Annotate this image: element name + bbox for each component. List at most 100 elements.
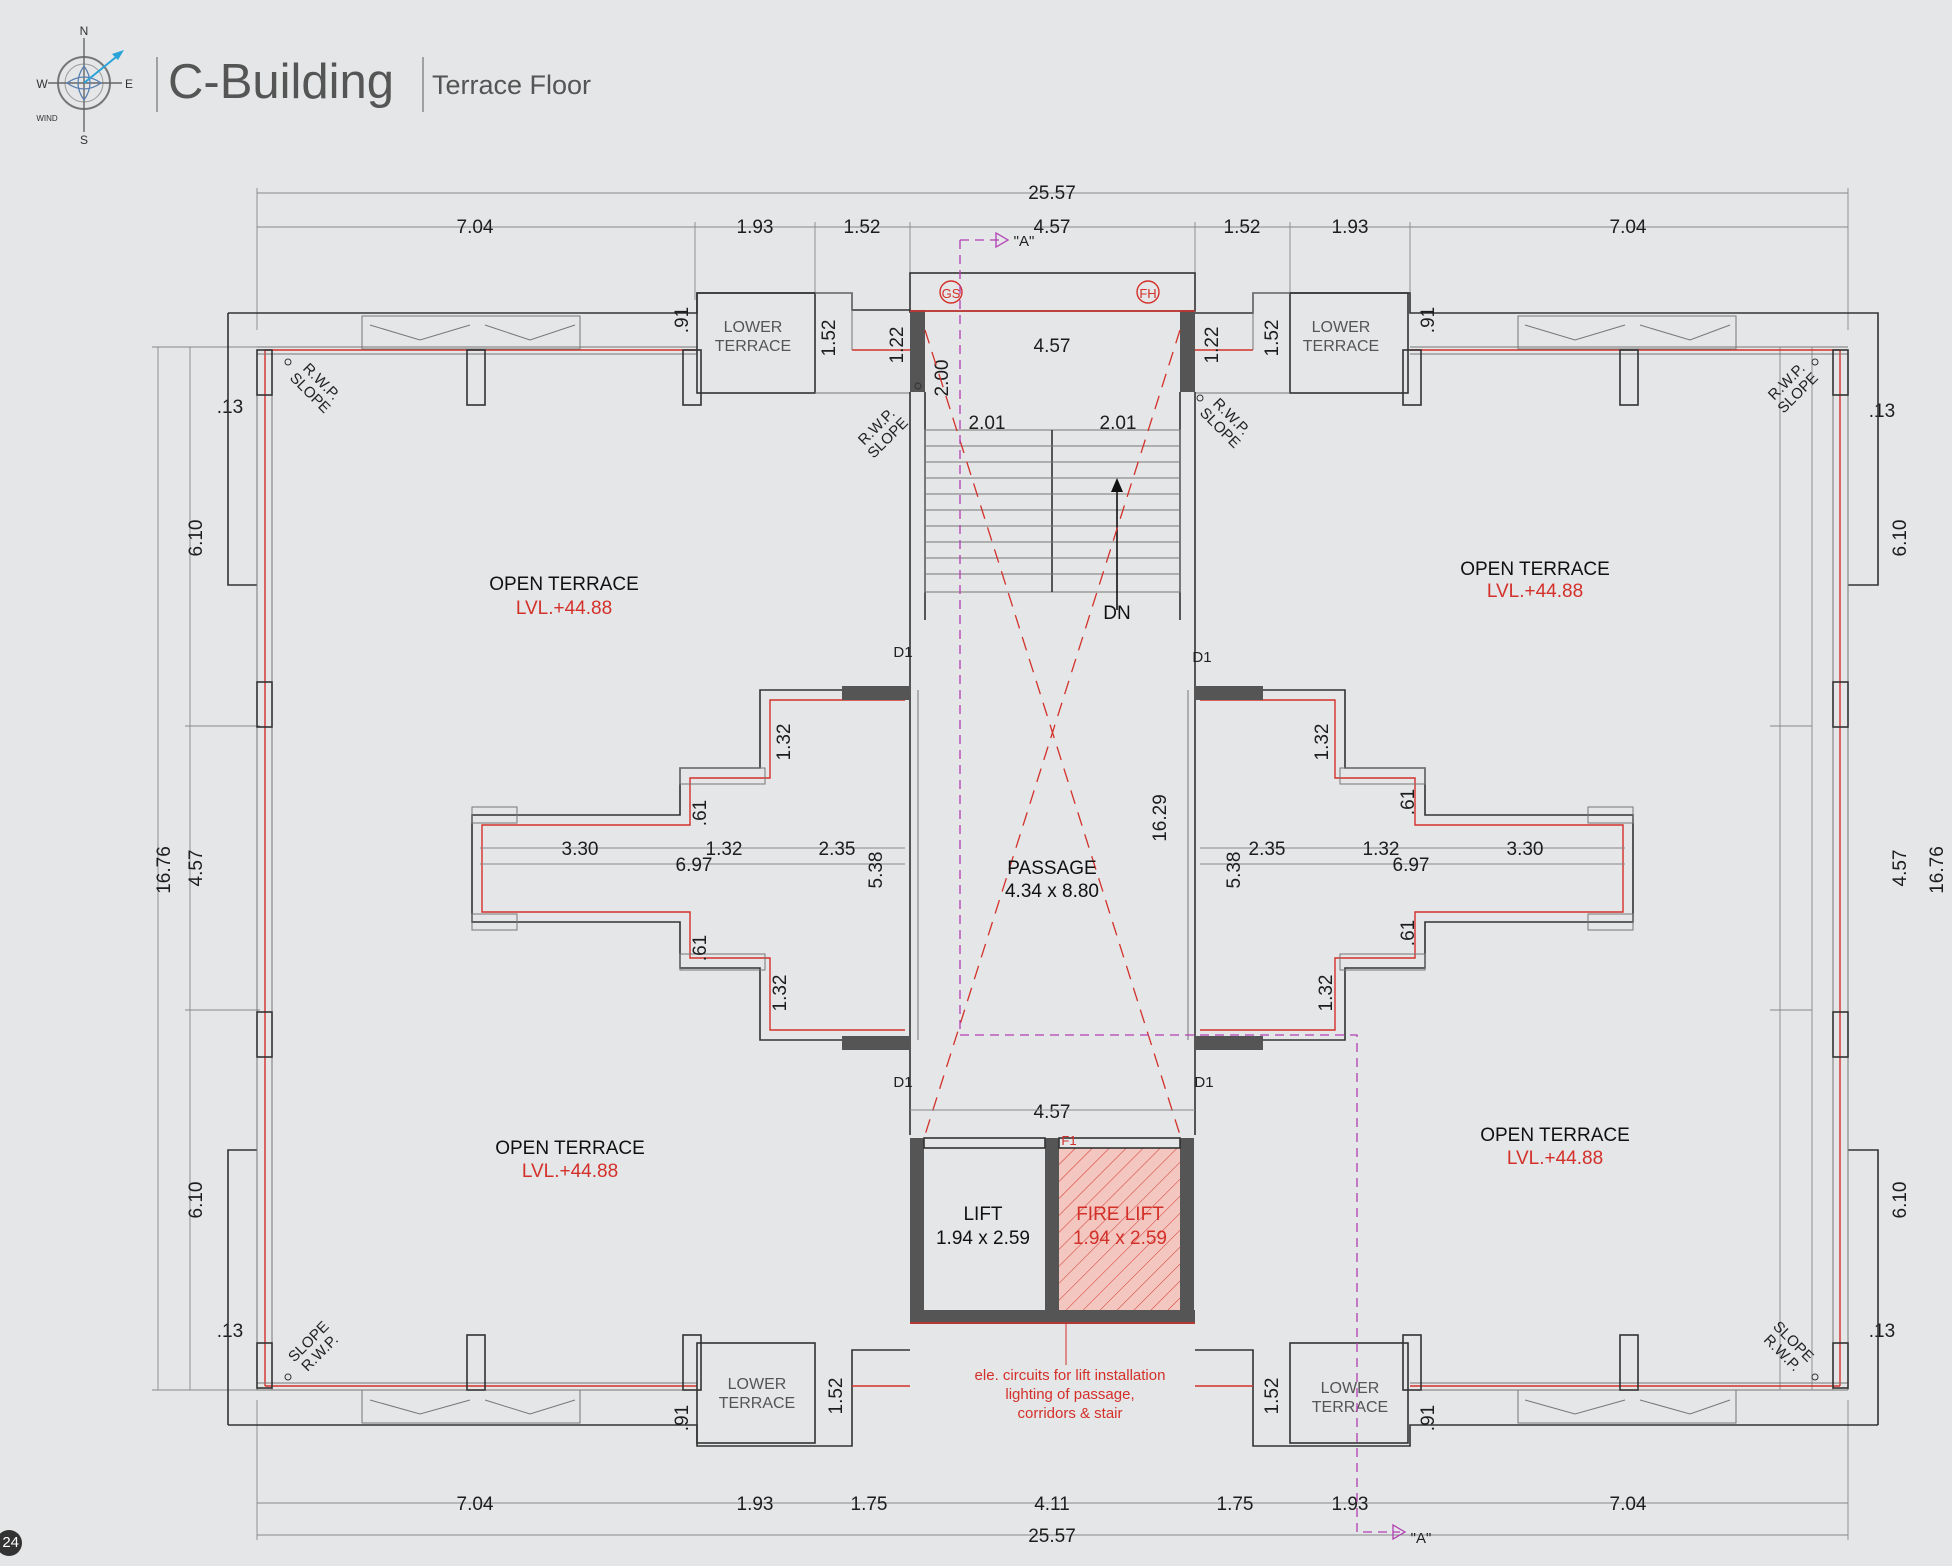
open-terrace-br-level: LVL.+44.88 [1507,1148,1603,1169]
dim-right-wing-total: 6.97 [1393,855,1430,876]
page-subtitle: Terrace Floor [432,70,591,100]
dim-core-height: 16.29 [1150,794,1171,842]
dim-top-center: 4.57 [1034,217,1071,238]
dim-left-bottom: 6.10 [186,1182,207,1219]
dim-left-wing-notch-top: .61 [690,800,711,826]
dim-right-wing-step-bot: 1.32 [1316,975,1337,1012]
dim-left-wing-height: 5.38 [866,852,887,889]
dim-lift-width: 4.57 [1034,1102,1071,1123]
passage-label: PASSAGE [1007,858,1096,879]
section-marker-bottom: "A" [1411,1530,1432,1547]
lower-terrace-tl-line2: TERRACE [715,338,791,355]
dim-bottom-left-outer: 7.04 [457,1494,494,1515]
dim-right-wing-a: 3.30 [1507,839,1544,860]
dim-stair-side-left: 1.22 [887,327,908,364]
dim-stair-width: 4.57 [1034,336,1071,357]
dim-corner-tl: .13 [217,397,243,418]
dim-right-bottom: 6.10 [1890,1182,1911,1219]
lower-terrace-br-line1: LOWER [1321,1380,1380,1397]
dim-right-overall: 16.76 [1927,846,1948,894]
compass-wind: WIND [36,114,58,123]
dim-right-wing-notch-bot: .61 [1398,920,1419,946]
open-terrace-tr: OPEN TERRACE [1460,559,1610,580]
stair-treads [924,429,1181,593]
dim-top-left-outer: 7.04 [457,217,494,238]
lower-terrace-tr-line1: LOWER [1312,319,1371,336]
dim-lt-depth-tl: 1.52 [819,320,840,357]
dim-right-wing-notch-top: .61 [1398,789,1419,815]
section-line-a: "A" "A" [959,231,1432,1547]
dim-bottom-left-mid: 1.93 [737,1494,774,1515]
dim-left-wing-c: 2.35 [819,839,856,860]
dim-left-wing-total: 6.97 [676,855,713,876]
lower-terrace-bl-line2: TERRACE [719,1395,795,1412]
dim-right-mid: 4.57 [1890,850,1911,887]
right-wing: 3.30 1.32 2.35 6.97 .61 .61 1.32 1.32 5.… [1195,686,1634,1050]
compass-w: W [36,77,48,91]
dim-left-wing-notch-bot: .61 [690,935,711,961]
compass-s: S [80,133,88,147]
passage-size: 4.34 x 8.80 [1005,881,1099,902]
dim-lt-depth-bl: 1.52 [826,1378,847,1415]
lower-terrace-bl-line1: LOWER [728,1376,787,1393]
dim-top-left-mid: 1.93 [737,217,774,238]
open-terrace-tl-level: LVL.+44.88 [516,598,612,619]
dim-lt-depth-br: 1.52 [1262,1378,1283,1415]
dim-ledge-tl: .91 [672,307,693,333]
passage: PASSAGE 4.34 x 8.80 16.29 D1 D1 D1 D1 [893,329,1214,1136]
open-terrace-br: OPEN TERRACE [1480,1125,1630,1146]
open-terrace-labels: OPEN TERRACE LVL.+44.88 OPEN TERRACE LVL… [489,559,1630,1182]
dim-bottom-right-inner: 1.75 [1217,1494,1254,1515]
note-line-2: lighting of passage, [1005,1386,1134,1403]
dim-overall-bottom: 25.57 [1028,1526,1076,1547]
dim-left-top: 6.10 [186,520,207,557]
dim-stair-flight-right: 2.01 [1100,413,1137,434]
top-dimensions: 25.57 7.04 1.93 1.52 4.57 1.52 1.93 7.04 [256,183,1849,330]
dim-stair-flight-left: 2.01 [969,413,1006,434]
dim-stair-depth: 2.00 [932,360,953,397]
stair-dn-label: DN [1103,603,1130,624]
lower-terrace-tl-line1: LOWER [724,319,783,336]
lift-label: LIFT [963,1204,1002,1225]
dim-top-left-inner: 1.52 [844,217,881,238]
compass-n: N [80,24,89,38]
dim-ledge-tr: .91 [1418,307,1439,333]
dim-left-wing-step-bot: 1.32 [770,975,791,1012]
dim-ledge-br: .91 [1418,1405,1439,1431]
door-d1-tl: D1 [893,644,912,661]
fire-lift-size: 1.94 x 2.59 [1073,1228,1167,1249]
note-line-3: corridors & stair [1017,1405,1122,1422]
note-line-1: ele. circuits for lift installation [975,1367,1166,1384]
dim-corner-br: .13 [1869,1321,1895,1342]
door-d1-br: D1 [1194,1074,1213,1091]
dim-bottom-right-outer: 7.04 [1610,1494,1647,1515]
dim-left-mid: 4.57 [186,850,207,887]
fh-symbol: FH [1139,286,1156,301]
door-d1-tr: D1 [1192,649,1211,666]
dim-right-wing-height: 5.38 [1224,852,1245,889]
stair-core: DN 4.57 2.01 2.01 1.22 1.22 2.00 GS FH [887,272,1223,624]
door-d1-bl: D1 [893,1074,912,1091]
dim-left-wing-a: 3.30 [562,839,599,860]
f1-symbol: F1 [1061,1133,1076,1148]
lift-size: 1.94 x 2.59 [936,1228,1030,1249]
dim-overall-top: 25.57 [1028,183,1076,204]
dim-right-wing-c: 2.35 [1249,839,1286,860]
dim-bottom-left-inner: 1.75 [851,1494,888,1515]
lower-terrace-tr-line2: TERRACE [1303,338,1379,355]
dim-right-wing-b: 1.32 [1363,839,1400,860]
left-wing: 3.30 1.32 2.35 6.97 .61 .61 1.32 1.32 5.… [471,686,910,1050]
bottom-dimensions: 7.04 1.93 1.75 4.11 1.75 1.93 7.04 25.57 [256,1400,1849,1547]
lift-core: 4.57 LIFT 1.94 x 2.59 FIRE LIFT 1.94 x 2… [910,1102,1195,1422]
compass-icon: N S E W WIND [36,24,133,147]
fire-lift-label: FIRE LIFT [1076,1204,1164,1225]
building-outline [227,292,1879,1447]
dim-top-right-mid: 1.93 [1332,217,1369,238]
dim-lt-depth-tr: 1.52 [1262,320,1283,357]
gs-symbol: GS [942,286,961,301]
dim-bottom-right-mid: 1.93 [1332,1494,1369,1515]
open-terrace-tl: OPEN TERRACE [489,574,639,595]
dim-bottom-center: 4.11 [1034,1494,1070,1515]
dim-stair-side-right: 1.22 [1202,327,1223,364]
